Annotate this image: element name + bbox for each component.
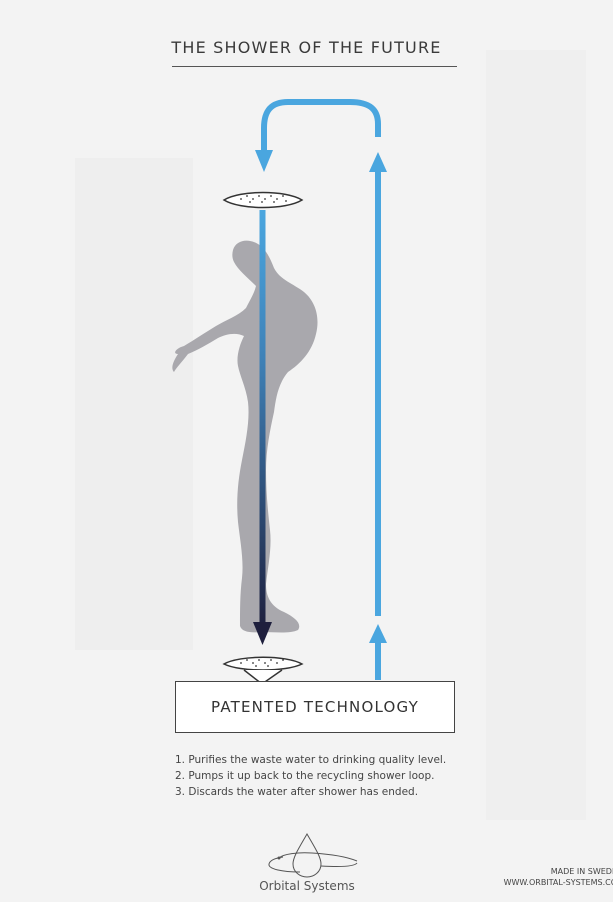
patented-technology-box: PATENTED TECHNOLOGY (175, 681, 455, 733)
arrow-up-icon (369, 624, 387, 643)
footer-credits: MADE IN SWEDE WWW.ORBITAL-SYSTEMS.CO (470, 866, 613, 888)
arrow-down-icon (255, 150, 273, 172)
list-item: 3. Discards the water after shower has e… (175, 784, 446, 800)
drain-basin-icon (224, 657, 302, 684)
orbital-systems-logo-icon (269, 834, 357, 877)
brand-name: Orbital Systems (222, 879, 392, 893)
website-link[interactable]: WWW.ORBITAL-SYSTEMS.CO (470, 877, 613, 888)
person-silhouette (172, 241, 317, 633)
return-pipe-stub (375, 648, 381, 680)
arrow-up-icon (369, 152, 387, 172)
list-item: 1. Purifies the waste water to drinking … (175, 752, 446, 768)
made-in-label: MADE IN SWEDE (470, 866, 613, 877)
list-item: 2. Pumps it up back to the recycling sho… (175, 768, 446, 784)
process-steps-list: 1. Purifies the waste water to drinking … (175, 752, 446, 800)
patented-technology-label: PATENTED TECHNOLOGY (211, 698, 419, 716)
shower-head-top-icon (224, 193, 302, 208)
